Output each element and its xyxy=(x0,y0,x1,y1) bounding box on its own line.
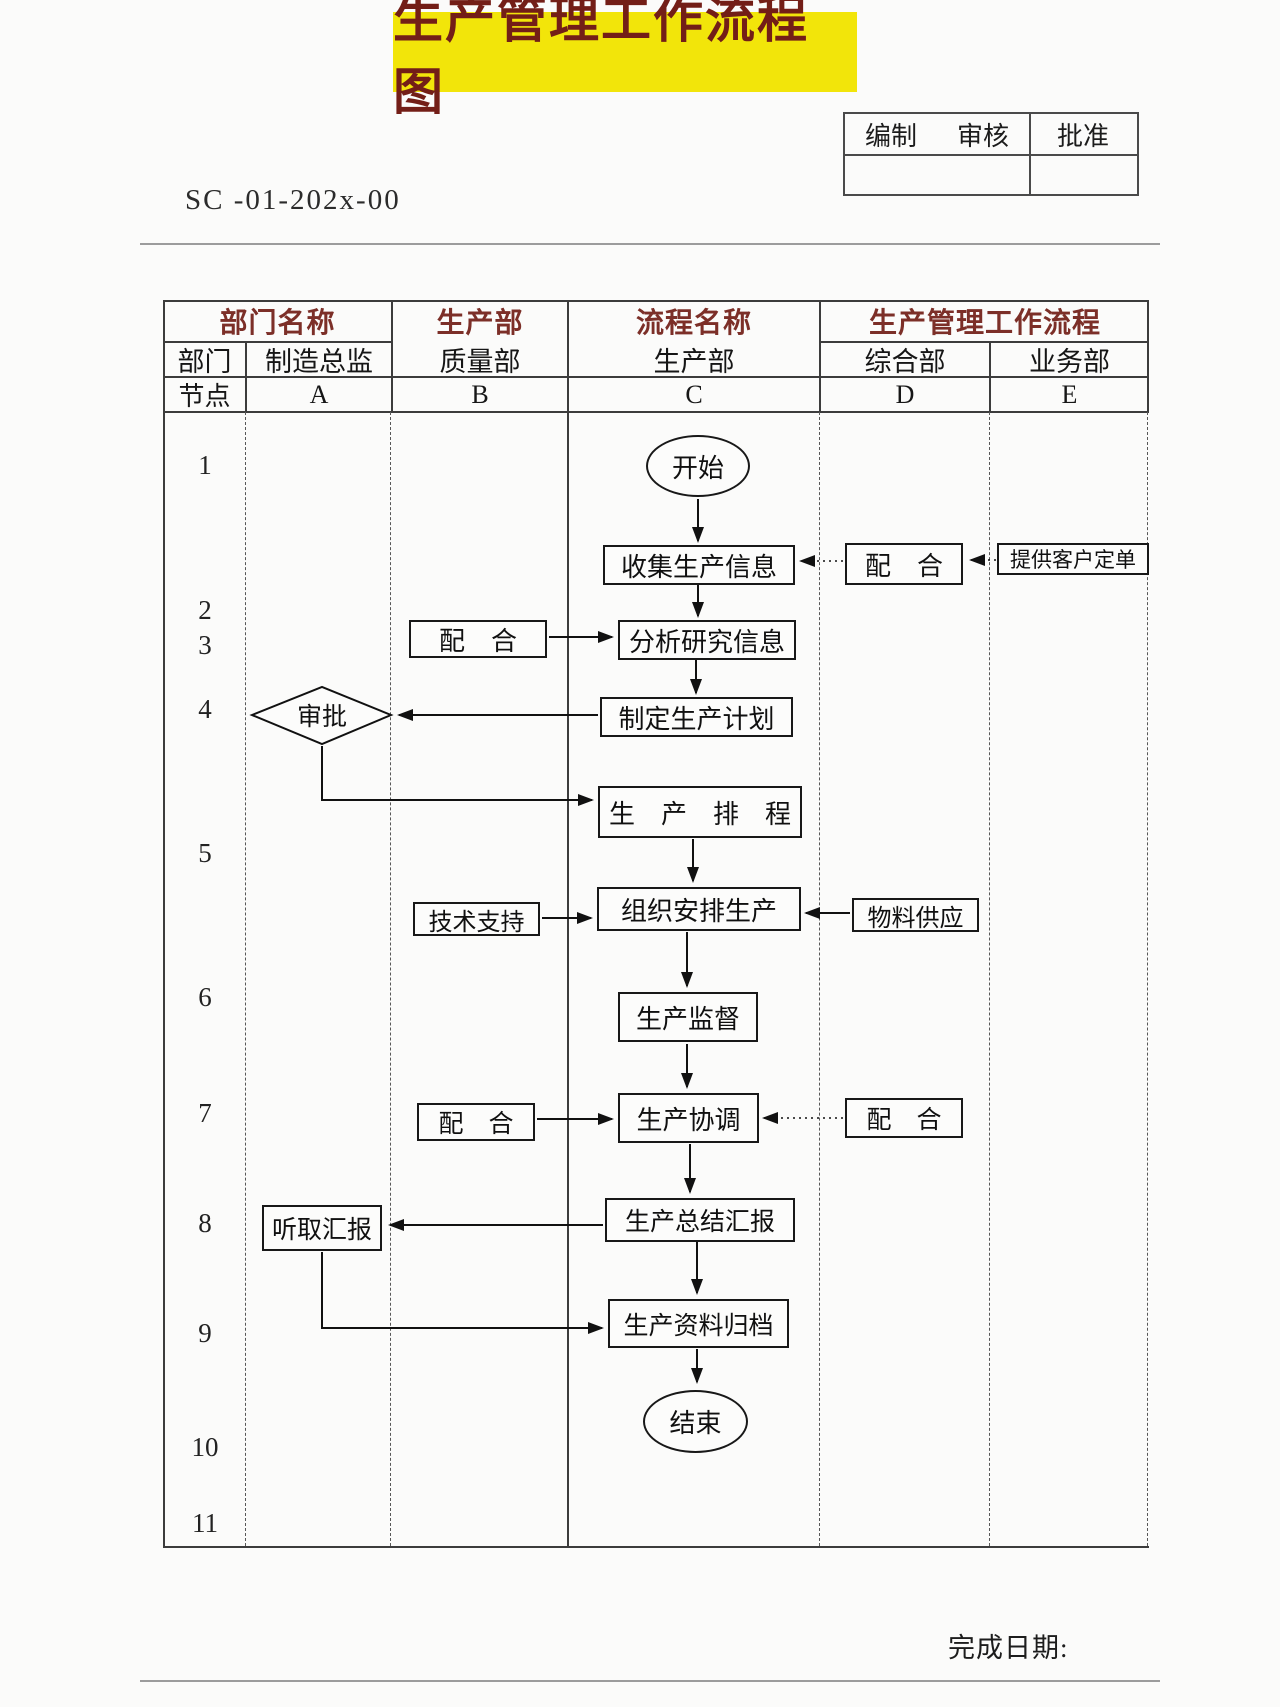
subheader-quality-dept: 质量部 xyxy=(439,347,521,377)
node-number: 11 xyxy=(192,1508,218,1538)
page-title: 生产管理工作流程图 xyxy=(393,0,857,120)
flow-analyze-info-box: 分析研究信息 xyxy=(618,620,796,660)
flow-tech-support-box: 技术支持 xyxy=(413,902,540,936)
lane-divider xyxy=(819,412,820,1546)
grid-vline xyxy=(391,300,393,412)
lane-divider xyxy=(989,412,990,1546)
flow-coordinate-box: 生产协调 xyxy=(618,1093,759,1143)
approval-label-reviewer: 审核 xyxy=(956,121,1009,151)
node-number: 8 xyxy=(198,1208,212,1238)
arrow-listen-to-archive xyxy=(321,1252,604,1334)
grid-vline xyxy=(819,300,821,412)
node-number: 6 xyxy=(198,982,212,1012)
flow-supervise-box: 生产监督 xyxy=(618,992,758,1042)
lane-divider xyxy=(245,412,246,1546)
flow-archive-box: 生产资料归档 xyxy=(608,1299,789,1348)
lane-label-a: A xyxy=(309,379,329,409)
flow-listen-report-box: 听取汇报 xyxy=(262,1205,382,1251)
flow-collect-info-box: 收集生产信息 xyxy=(603,545,795,585)
flow-make-plan-box: 制定生产计划 xyxy=(600,697,793,737)
lane-divider xyxy=(390,412,391,1546)
flow-approve-label: 审批 xyxy=(296,704,347,731)
node-number: 3 xyxy=(198,630,212,660)
node-number: 10 xyxy=(191,1432,219,1462)
lane-label-c: C xyxy=(685,379,703,409)
grid-hline xyxy=(163,300,1149,302)
subheader-production-dept: 生产部 xyxy=(653,347,735,377)
node-number: 7 xyxy=(198,1098,212,1128)
node-number: 5 xyxy=(198,838,212,868)
lane-label-e: E xyxy=(1061,379,1078,409)
grid-hline xyxy=(163,1546,1149,1548)
grid-hline xyxy=(163,376,1149,378)
header-flow-name: 流程名称 xyxy=(635,308,752,339)
header-production-dept: 生产部 xyxy=(436,308,524,339)
top-rule xyxy=(140,243,1160,245)
approval-header-left: 编制 审核 xyxy=(845,114,1029,154)
approval-table: 编制 审核 批准 xyxy=(843,112,1139,196)
flow-cooperate-b2-box: 配 合 xyxy=(417,1103,535,1141)
approval-table-row-line xyxy=(845,154,1137,156)
lane-label-b: B xyxy=(471,379,489,409)
lane-label-d: D xyxy=(895,379,915,409)
node-number: 2 xyxy=(198,595,212,625)
flow-material-supply-box: 物料供应 xyxy=(852,898,979,932)
bottom-rule xyxy=(140,1680,1160,1682)
grid-vline xyxy=(989,341,991,412)
grid-vline xyxy=(163,300,165,1548)
node-number: 9 xyxy=(198,1318,212,1348)
lane-divider xyxy=(1147,412,1148,1546)
grid-hline xyxy=(819,341,1149,343)
approve-diamond xyxy=(249,685,394,746)
flow-summary-report-box: 生产总结汇报 xyxy=(605,1198,795,1242)
grid-hline xyxy=(163,411,1149,413)
flow-cooperate-b1-box: 配 合 xyxy=(409,620,547,658)
subheader-manufacturing-director: 制造总监 xyxy=(265,347,373,377)
flow-provide-order-box: 提供客户定单 xyxy=(997,543,1149,575)
lane-label-node: 节点 xyxy=(178,382,231,411)
subheader-business-dept: 业务部 xyxy=(1029,347,1110,377)
flow-scheduling-box: 生 产 排 程 xyxy=(598,786,802,838)
node-number: 1 xyxy=(198,450,212,480)
flow-start-oval: 开始 xyxy=(646,435,750,497)
completion-date-label: 完成日期: xyxy=(948,1633,1069,1663)
node-number: 4 xyxy=(198,694,212,724)
grid-vline xyxy=(567,300,569,1548)
grid-hline xyxy=(163,341,392,343)
arrow-approve-to-schedule xyxy=(321,746,594,806)
flow-cooperate-d2-box: 配 合 xyxy=(845,1098,963,1138)
approval-label-author: 编制 xyxy=(864,121,917,151)
grid-vline xyxy=(1147,300,1149,412)
approval-label-approver: 批准 xyxy=(1056,121,1109,151)
header-dept-name: 部门名称 xyxy=(219,308,336,339)
approval-header-right: 批准 xyxy=(1029,114,1137,154)
grid-vline xyxy=(245,341,247,412)
flow-cooperate-d1-box: 配 合 xyxy=(845,543,963,585)
flow-organize-box: 组织安排生产 xyxy=(597,887,801,931)
subheader-dept: 部门 xyxy=(177,347,232,377)
header-flow-title: 生产管理工作流程 xyxy=(868,308,1101,339)
subheader-general-dept: 综合部 xyxy=(864,347,946,377)
doc-code: SC -01-202x-00 xyxy=(185,184,401,216)
flow-end-oval: 结束 xyxy=(643,1390,748,1453)
